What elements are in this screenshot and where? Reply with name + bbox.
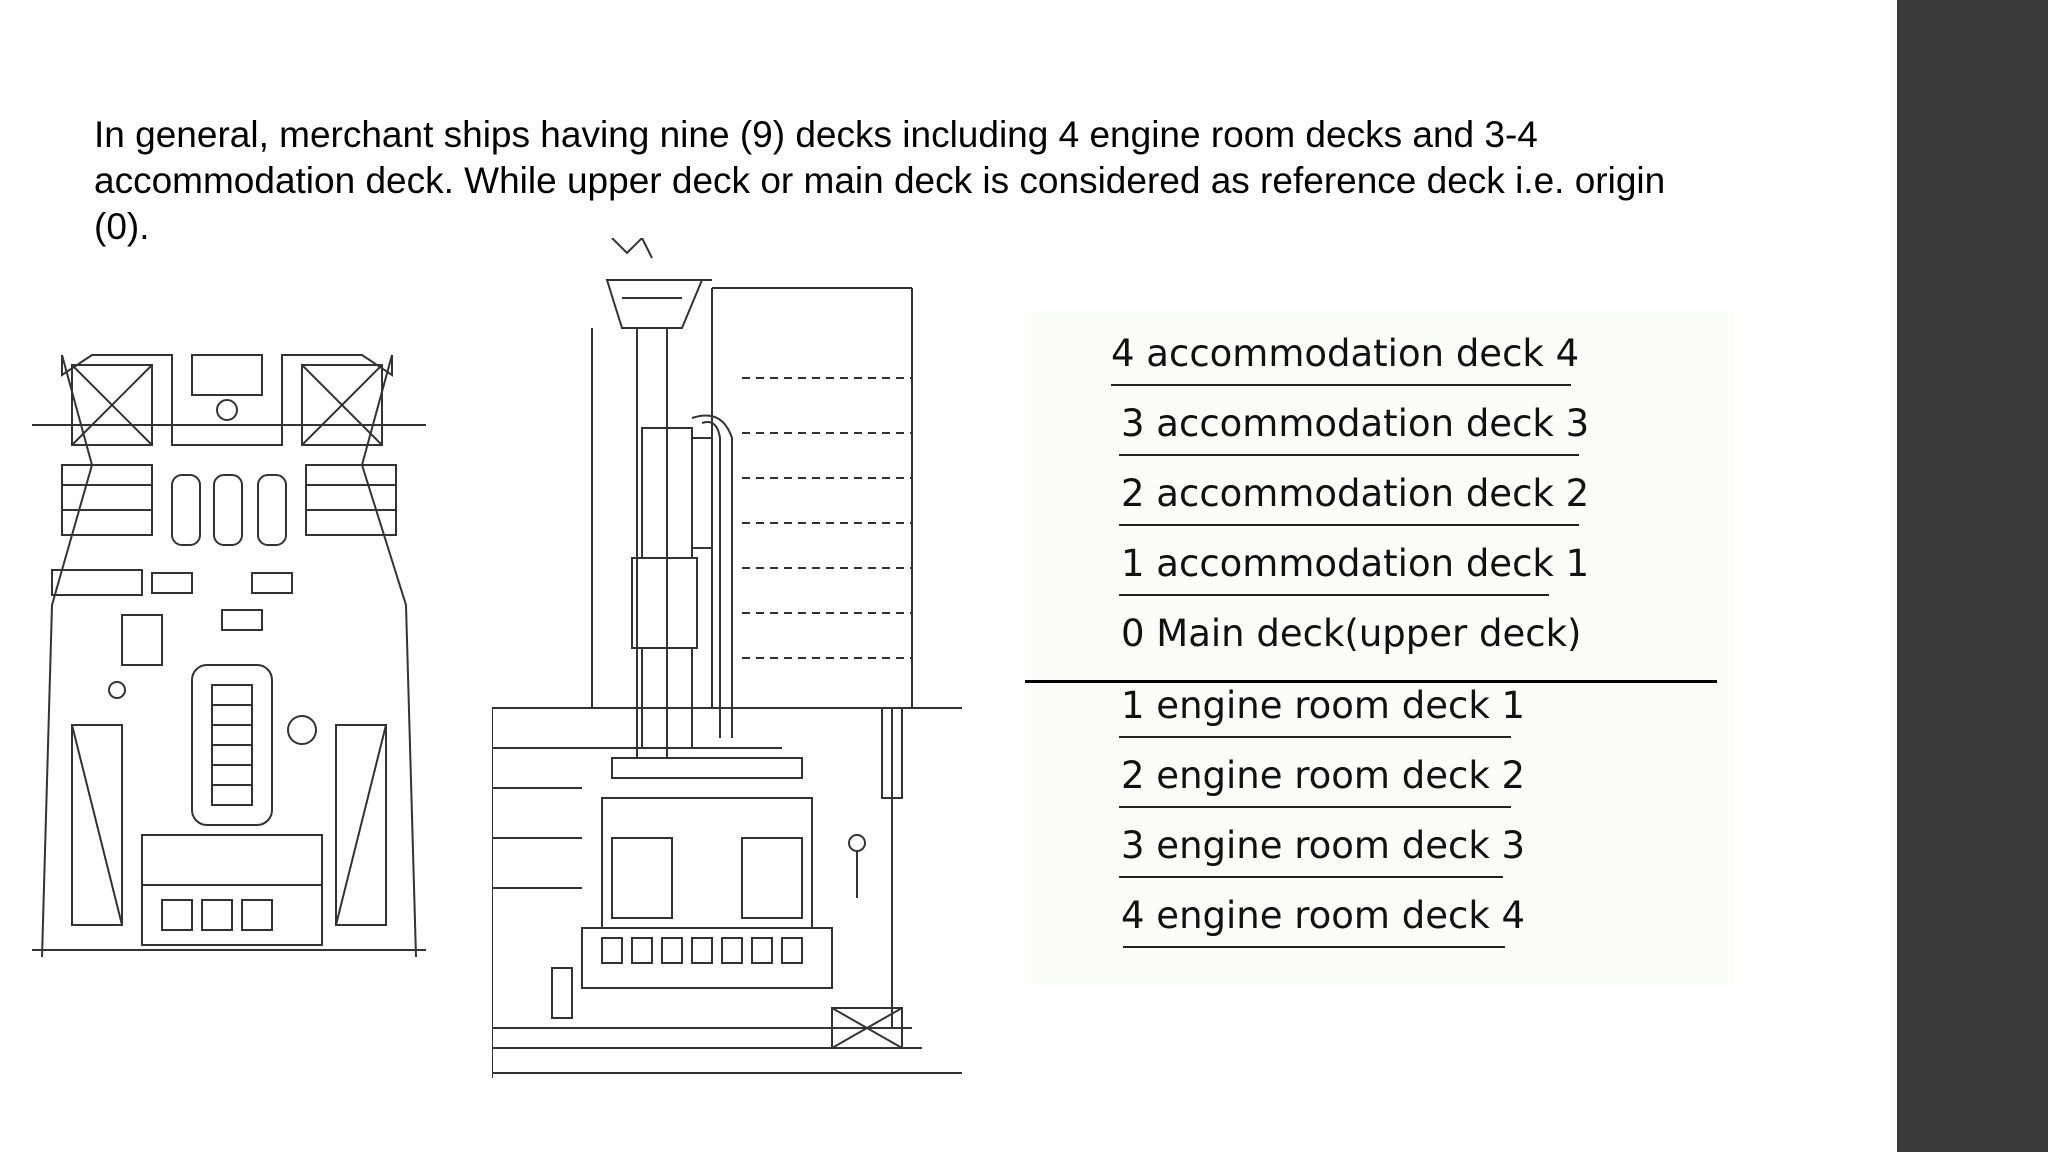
deck-item-engine-room-1: 1 engine room deck 1 xyxy=(1121,684,1526,727)
intro-paragraph: In general, merchant ships having nine (… xyxy=(94,114,1666,247)
deck-underline xyxy=(1123,946,1505,948)
reference-deck-line xyxy=(1025,680,1717,683)
deck-underline xyxy=(1119,454,1579,456)
deck-underline xyxy=(1111,384,1571,386)
deck-underline xyxy=(1119,736,1511,738)
deck-plan-drawing xyxy=(32,354,426,957)
deck-item-accommodation-1: 1 accommodation deck 1 xyxy=(1121,542,1590,585)
deck-list: 4 accommodation deck 4 3 accommodation d… xyxy=(1025,312,1735,984)
deck-item-main-deck: 0 Main deck(upper deck) xyxy=(1121,612,1582,655)
deck-underline xyxy=(1119,524,1579,526)
engine-room-elevation-drawing xyxy=(492,238,962,1078)
right-sidebar-bar xyxy=(1897,0,2048,1152)
deck-item-engine-room-3: 3 engine room deck 3 xyxy=(1121,824,1526,867)
deck-underline xyxy=(1119,594,1549,596)
deck-item-engine-room-2: 2 engine room deck 2 xyxy=(1121,754,1526,797)
deck-item-accommodation-4: 4 accommodation deck 4 xyxy=(1111,332,1580,375)
deck-underline xyxy=(1119,876,1503,878)
deck-underline xyxy=(1119,806,1511,808)
deck-item-accommodation-3: 3 accommodation deck 3 xyxy=(1121,402,1590,445)
deck-item-engine-room-4: 4 engine room deck 4 xyxy=(1121,894,1526,937)
deck-item-accommodation-2: 2 accommodation deck 2 xyxy=(1121,472,1590,515)
